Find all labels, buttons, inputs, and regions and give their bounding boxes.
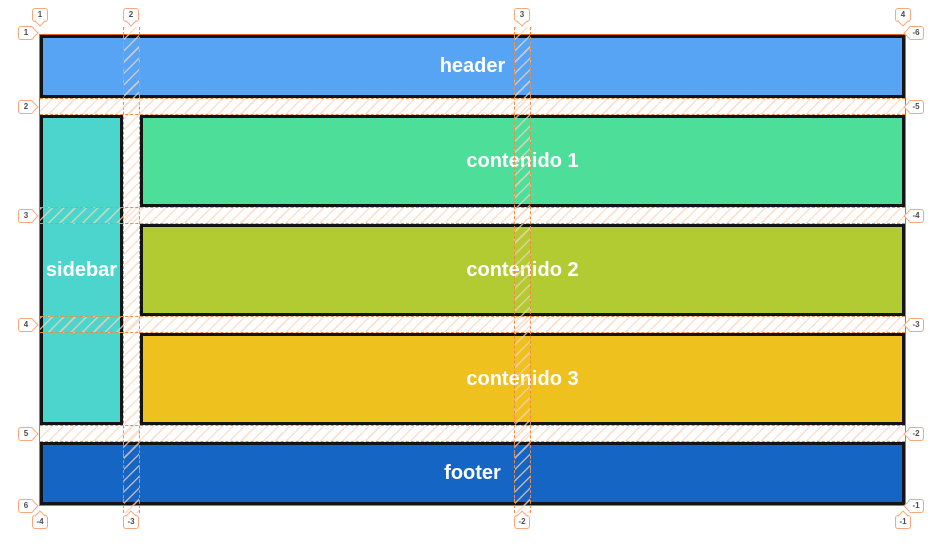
header-label: header	[439, 55, 506, 77]
grid-line-marker-top-1: 1	[32, 8, 48, 22]
grid-line-marker-right--1: -1	[908, 499, 924, 513]
grid-area-header: header	[40, 35, 905, 98]
grid-area-contenido-2: contenido 2	[140, 224, 905, 316]
grid-line-marker-left-3: 3	[18, 209, 34, 223]
grid-area-contenido-3: contenido 3	[140, 333, 905, 425]
sidebar-label: sidebar	[45, 258, 118, 281]
contenido-1-label: contenido 1	[466, 149, 579, 172]
footer-label: footer	[444, 462, 501, 484]
grid-line-marker-bottom--1: -1	[895, 515, 911, 529]
grid-line-marker-left-2: 2	[18, 100, 34, 114]
css-grid-layout: header sidebar contenido 1 contenido 2 c…	[40, 35, 905, 505]
grid-area-footer: footer	[40, 442, 905, 505]
contenido-2-label: contenido 2	[466, 258, 579, 281]
grid-line-marker-bottom--4: -4	[32, 515, 48, 529]
grid-line-marker-top-2: 2	[123, 8, 139, 22]
grid-line-marker-right--4: -4	[908, 209, 924, 223]
grid-line-marker-left-5: 5	[18, 427, 34, 441]
grid-line-marker-right--5: -5	[908, 100, 924, 114]
grid-line-marker-left-6: 6	[18, 499, 34, 513]
grid-line-marker-top-4: 4	[895, 8, 911, 22]
grid-line-marker-right--6: -6	[908, 26, 924, 40]
contenido-3-label: contenido 3	[466, 367, 579, 390]
grid-area-contenido-1: contenido 1	[140, 115, 905, 207]
grid-line-marker-right--3: -3	[908, 318, 924, 332]
grid-area-sidebar: sidebar	[40, 115, 123, 425]
grid-line-marker-left-1: 1	[18, 26, 34, 40]
grid-line-marker-bottom--3: -3	[123, 515, 139, 529]
grid-line-marker-top-3: 3	[514, 8, 530, 22]
grid-line-marker-bottom--2: -2	[514, 515, 530, 529]
grid-line-marker-left-4: 4	[18, 318, 34, 332]
grid-line-marker-right--2: -2	[908, 427, 924, 441]
